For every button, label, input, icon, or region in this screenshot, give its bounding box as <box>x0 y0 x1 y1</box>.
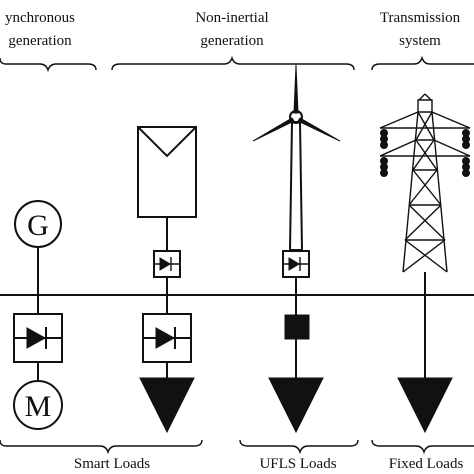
header-noninertial-line2: generation <box>200 33 264 49</box>
wind-inverter <box>282 250 310 278</box>
label-ufls-loads: UFLS Loads <box>259 456 336 472</box>
header-transmission-line2: system <box>399 33 441 49</box>
label-smart-loads: Smart Loads <box>74 456 150 472</box>
brace-transmission <box>371 55 474 71</box>
brace-noninertial <box>111 55 355 71</box>
ufls-load-triangle <box>268 377 324 434</box>
converter-box-smart <box>142 313 192 363</box>
transmission-tower <box>379 93 471 273</box>
solar-inverter <box>153 250 181 278</box>
generator-symbol: G <box>27 209 49 242</box>
generator: G <box>14 200 62 248</box>
brace-fixed-loads <box>371 439 474 455</box>
motor: M <box>13 380 63 430</box>
converter-box-motor <box>13 313 63 363</box>
label-fixed-loads: Fixed Loads <box>389 456 464 472</box>
header-synchronous-line1: ynchronous <box>5 10 75 26</box>
motor-symbol: M <box>25 390 52 423</box>
brace-smart-loads <box>0 439 203 455</box>
ufls-relay <box>284 314 310 340</box>
header-noninertial-line1: Non-inertial <box>195 10 268 26</box>
header-transmission-line1: Transmission <box>380 10 461 26</box>
header-synchronous-line2: generation <box>8 33 72 49</box>
solar-panel <box>137 126 197 218</box>
fixed-load-triangle <box>397 377 453 434</box>
brace-synchronous <box>0 57 97 73</box>
wind-turbine <box>252 64 341 251</box>
brace-ufls-loads <box>239 439 359 455</box>
smart-load-triangle <box>139 377 195 434</box>
